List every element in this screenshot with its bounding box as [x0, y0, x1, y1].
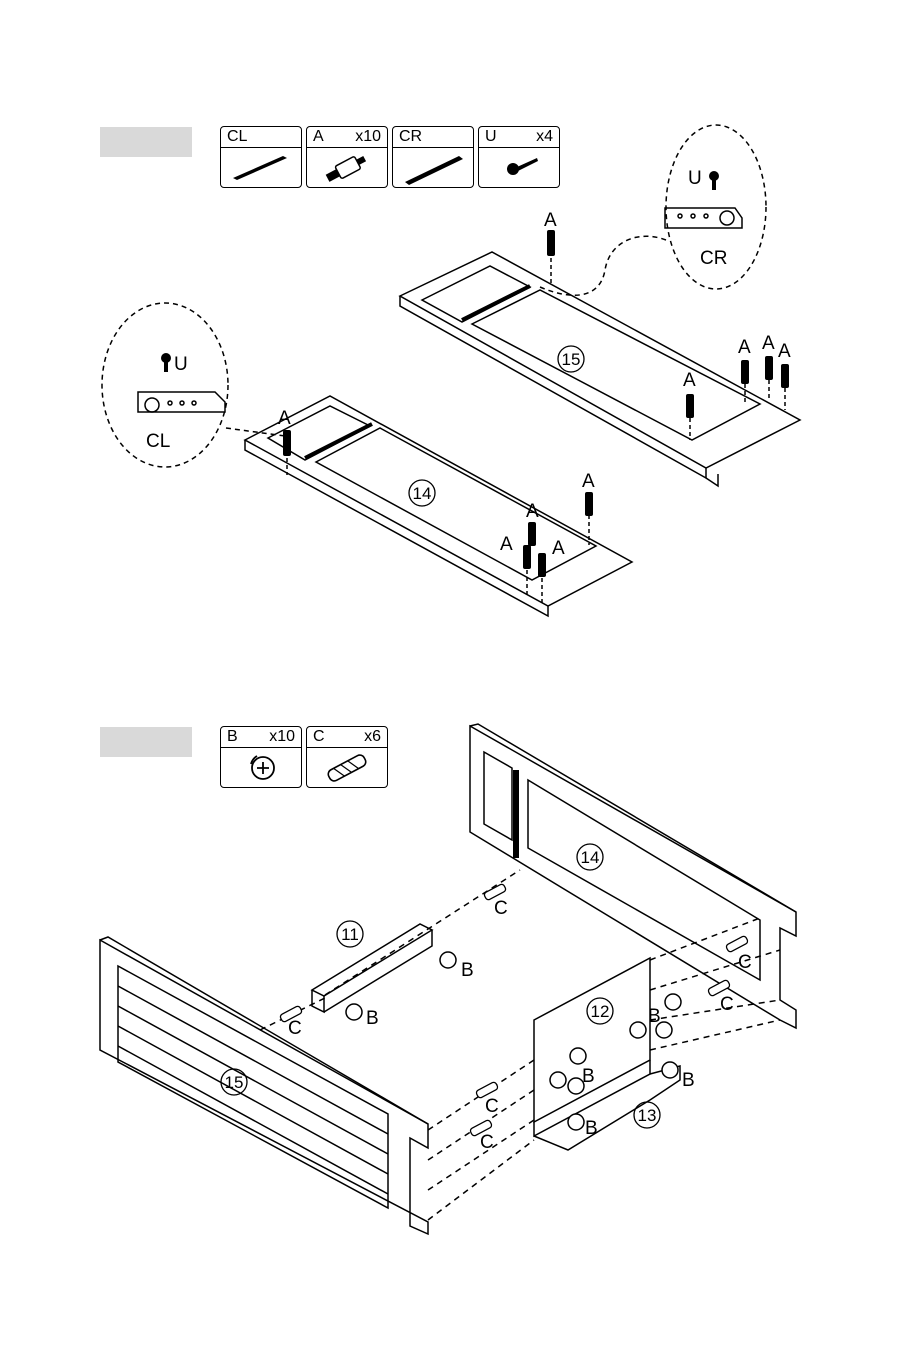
panel-15-outline [100, 940, 428, 1234]
panel-14-number: 14 [581, 848, 600, 867]
panel-13-number: 13 [638, 1106, 657, 1125]
dowel-c-label: C [485, 1096, 499, 1117]
dowel-c-label: C [738, 952, 752, 973]
panel-15-number: 15 [225, 1073, 244, 1092]
dowel-c-label: C [288, 1018, 302, 1039]
dowel-c-label: C [480, 1132, 494, 1153]
cam-b-label: B [648, 1006, 661, 1027]
cam-b-label: B [366, 1008, 379, 1029]
panel-12-number: 12 [591, 1002, 610, 1021]
cam-b-label: B [461, 960, 474, 981]
cam-b-label: B [585, 1118, 598, 1139]
panel-12-outline [534, 958, 650, 1122]
cam-b-label: B [582, 1066, 595, 1087]
panel-11-number: 11 [341, 925, 359, 944]
dowel-c-label: C [494, 898, 508, 919]
dowel-c-label: C [720, 994, 734, 1015]
cam-b-label: B [682, 1070, 695, 1091]
